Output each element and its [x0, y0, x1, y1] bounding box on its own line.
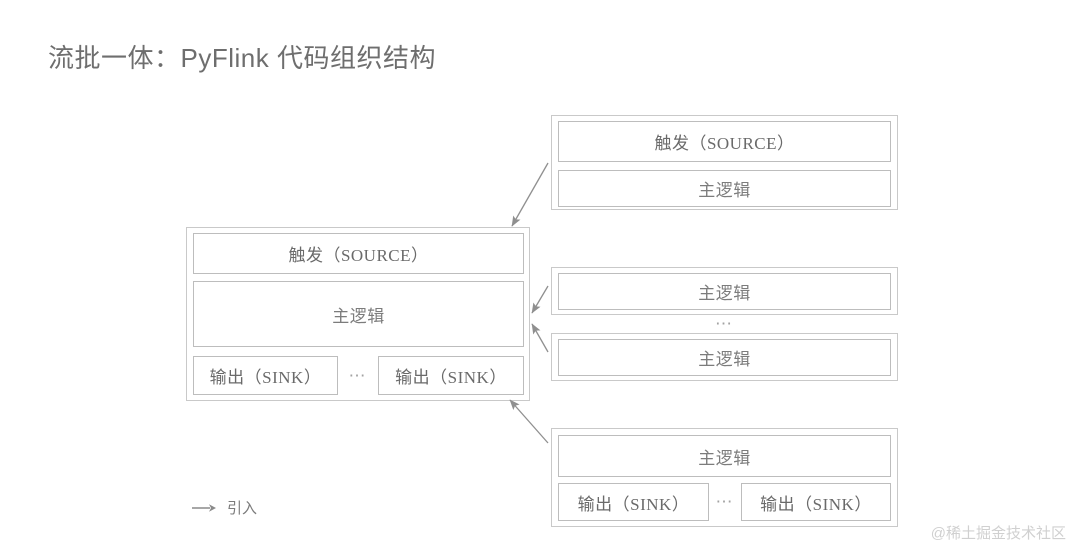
legend-arrow-icon	[192, 503, 216, 512]
module-logic-top-label: 主逻辑	[698, 284, 751, 303]
module-source-trigger-label: 触发（SOURCE）	[654, 134, 795, 153]
main-job-output-ellipsis: ⋯	[348, 365, 368, 385]
module-sink-output-right-label: 输出（SINK）	[760, 494, 872, 514]
main-job-output-left-label: 输出（SINK）	[209, 368, 322, 387]
module-sink-logic-label: 主逻辑	[698, 448, 751, 468]
module-logic-bottom-cell[interactable]: 主逻辑	[558, 339, 891, 376]
legend-label: 引入	[227, 500, 258, 517]
module-logic-ellipsis: ⋯	[715, 314, 734, 333]
watermark: @稀土掘金技术社区	[930, 525, 1066, 542]
main-job-row-trigger[interactable]: 触发（SOURCE）	[193, 233, 524, 274]
arrow-logic-bottom-to-main	[531, 323, 549, 353]
module-sink-output-right[interactable]: 输出（SINK）	[741, 483, 891, 521]
module-source-logic-label: 主逻辑	[698, 181, 751, 200]
main-job-row-logic[interactable]: 主逻辑	[193, 281, 524, 347]
module-sink-output-ellipsis: ⋯	[715, 492, 735, 511]
module-logic-top-cell[interactable]: 主逻辑	[558, 273, 891, 310]
module-source-row-logic[interactable]: 主逻辑	[558, 170, 891, 207]
module-sink-output-left-label: 输出（SINK）	[577, 494, 690, 514]
legend: 引入	[192, 497, 257, 518]
main-job-trigger-label: 触发（SOURCE）	[288, 246, 429, 265]
arrow-source-to-main	[511, 162, 549, 227]
module-logic-bottom-label: 主逻辑	[698, 350, 751, 369]
page-title: 流批一体：PyFlink 代码组织结构	[48, 43, 436, 73]
arrow-sink-to-main	[509, 399, 549, 444]
arrow-logic-top-to-main	[531, 285, 549, 314]
main-job-output-left[interactable]: 输出（SINK）	[193, 356, 338, 395]
module-source-row-trigger[interactable]: 触发（SOURCE）	[558, 121, 891, 162]
main-job-output-right[interactable]: 输出（SINK）	[378, 356, 524, 395]
main-job-logic-label: 主逻辑	[332, 306, 385, 326]
module-sink-output-left[interactable]: 输出（SINK）	[558, 483, 709, 521]
module-sink-row-logic[interactable]: 主逻辑	[558, 435, 891, 477]
main-job-output-right-label: 输出（SINK）	[395, 368, 507, 387]
